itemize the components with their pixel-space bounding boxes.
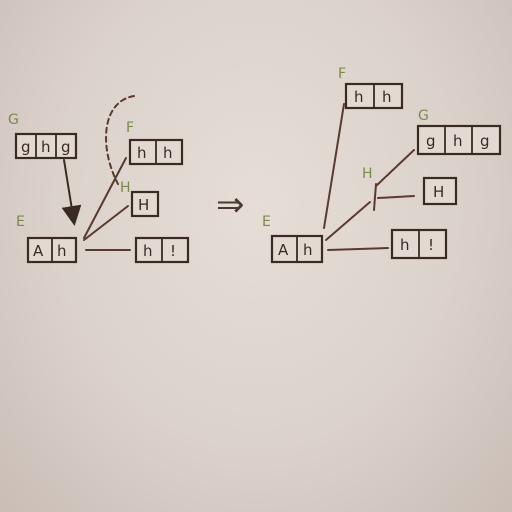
left-e-cell-1: A (33, 242, 44, 260)
right-label-e: E (262, 214, 271, 230)
right-e-cell-1: A (278, 241, 289, 259)
right-node-h: H (422, 176, 458, 206)
left-node-e: A h (26, 236, 78, 264)
right-g-cell-2: h (453, 132, 463, 150)
left-g-cell-2: h (41, 138, 51, 156)
right-edge-e-to-bang (327, 247, 389, 251)
left-node-g: g h g (14, 132, 78, 160)
right-e-cell-2: h (303, 241, 313, 259)
left-dashed-curve (105, 95, 135, 185)
left-bang-cell-1: h (143, 242, 153, 260)
right-junction-bar (373, 183, 377, 211)
right-bang-cell-2: ! (428, 236, 434, 254)
left-arrow-g-to-e (61, 159, 82, 226)
left-label-f: F (126, 120, 134, 136)
left-f-cell-1: h (137, 144, 147, 162)
left-node-f: h h (128, 138, 184, 166)
right-node-e: A h (270, 234, 324, 264)
left-g-cell-3: g (61, 138, 71, 156)
right-label-h: H (362, 166, 373, 182)
right-f-cell-2: h (382, 88, 392, 106)
right-edge-e-to-junction (325, 201, 371, 241)
left-h-cell: H (138, 196, 149, 214)
right-g-cell-3: g (480, 132, 490, 150)
right-label-g: G (418, 108, 429, 124)
left-e-cell-2: h (57, 242, 67, 260)
left-label-e: E (16, 214, 25, 230)
right-edge-junction-to-h (377, 195, 415, 199)
left-g-cell-1: g (21, 138, 31, 156)
right-bang-cell-1: h (400, 236, 410, 254)
left-node-bang: h ! (134, 236, 190, 264)
left-label-g: G (8, 112, 19, 128)
right-g-cell-1: g (426, 132, 436, 150)
left-label-h: H (120, 180, 131, 196)
right-h-cell: H (433, 183, 444, 201)
left-f-cell-2: h (163, 144, 173, 162)
left-edge-e-to-h (83, 205, 129, 241)
right-edge-e-to-f (323, 103, 345, 229)
right-label-f: F (338, 66, 346, 82)
right-f-cell-1: h (354, 88, 364, 106)
right-node-bang: h ! (390, 228, 448, 260)
right-edge-junction-to-g (375, 149, 415, 187)
left-bang-cell-2: ! (170, 242, 176, 260)
left-node-h: H (130, 190, 160, 218)
left-edge-e-to-f (83, 157, 127, 239)
rewrite-arrow: ⇒ (216, 185, 245, 225)
right-node-g: g h g (416, 124, 502, 156)
right-node-f: h h (344, 82, 404, 110)
